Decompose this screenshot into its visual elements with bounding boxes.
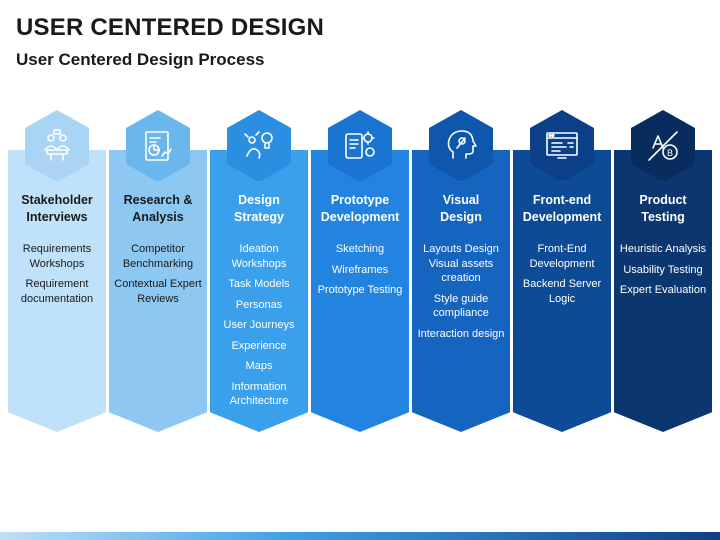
column-panel [311,150,409,432]
column-item: Sketching [335,243,385,255]
column-panel [210,150,308,432]
bottom-gradient-bar [0,532,720,540]
column-item: Requirement documentation [20,278,94,305]
column-title-line: Design [440,210,482,224]
column-title-line: Research & [123,193,193,207]
column-item: Wireframes [331,263,389,276]
ab-test-icon: B [645,128,681,164]
column-title-line: Testing [641,210,685,224]
column-item: Personas [235,298,283,311]
column-title-line: Stakeholder [21,193,93,207]
column-item: Requirements Workshops [22,243,92,270]
column-hexagon: B [631,110,695,182]
column-title-line: Development [522,210,602,224]
column-item: Ideation Workshops [231,243,287,270]
column-item: Heuristic Analysis [619,243,707,255]
column-panel [412,150,510,432]
page-subtitle: User Centered Design Process [16,50,265,69]
column-item: Task Models [228,278,290,290]
column-title-line: Strategy [233,210,285,224]
column-title-line: Design [238,193,280,207]
column-item: Maps [245,360,273,372]
column-title-line: Visual [442,193,480,207]
column-panel [8,150,106,432]
svg-text:B: B [667,148,673,158]
page-title: USER CENTERED DESIGN [16,14,325,41]
column-item: Style guide compliance [433,292,489,320]
column-title-line: Development [320,210,400,224]
column-item: Prototype Testing [317,284,403,296]
column-title-line: Front-end [532,193,592,207]
column-item: Usability Testing [623,263,703,276]
strategy-icon [241,128,277,164]
column-hexagon [530,110,594,182]
meeting-icon [39,128,75,164]
column-title-line: Interviews [26,210,88,224]
column-hexagon [126,110,190,182]
report-analysis-icon [140,128,176,164]
column-panel [614,150,712,432]
column-title-line: Product [639,193,687,207]
column-panel [109,150,207,432]
column-item: Front-End Development [529,243,595,270]
column-item: Backend Server Logic [522,278,602,305]
column-item: Information Architecture [229,380,289,408]
column-item: Competitor Benchmarking [122,243,194,270]
code-window-icon [544,128,580,164]
column-item: Contextual Expert Reviews [114,278,202,305]
column-item: Interaction design [417,327,505,340]
column-panel [513,150,611,432]
head-design-icon [443,128,479,164]
column-item: Experience [231,339,287,352]
column-item: Layouts Design Visual assets creation [423,243,499,284]
prototype-icon [342,128,378,164]
column-title: Research & Analysis [111,192,205,226]
column-item: User Journeys [223,319,295,331]
column-title-line: Prototype [330,193,390,207]
column-item: Expert Evaluation [619,284,707,296]
column-title-line: Analysis [132,210,184,224]
